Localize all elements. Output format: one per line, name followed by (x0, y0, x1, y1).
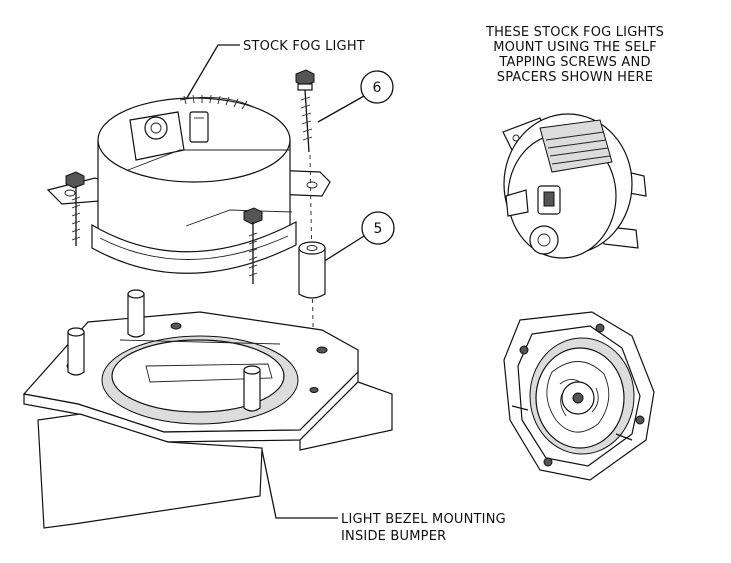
balloon-spacer: 5 (322, 211, 395, 263)
bezel-front-view (503, 311, 655, 481)
fog-light-housing-drawing (46, 94, 331, 284)
bracket-post-3 (243, 365, 261, 412)
balloon-screw: 6 (317, 70, 394, 123)
note-line-2: MOUNT USING THE SELF (493, 40, 657, 55)
stock-fog-light-label: STOCK FOG LIGHT (243, 39, 365, 54)
right-screw (243, 207, 263, 284)
note-line-3: TAPPING SCREWS AND (498, 55, 650, 70)
bezel-label-line-2: INSIDE BUMPER (341, 529, 446, 544)
left-screw (65, 171, 85, 246)
bracket-post-2 (127, 289, 145, 338)
note-line-1: THESE STOCK FOG LIGHTS (485, 25, 664, 40)
stock-fog-light-callout: STOCK FOG LIGHT (180, 39, 365, 109)
bracket-post-1 (67, 327, 85, 376)
bezel-callout: LIGHT BEZEL MOUNTING INSIDE BUMPER (261, 449, 506, 544)
note-line-4: SPACERS SHOWN HERE (497, 70, 653, 85)
balloon-spacer-number: 5 (374, 221, 383, 237)
bezel-mounting-bracket (22, 289, 393, 529)
fog-light-rear-view (502, 113, 647, 259)
mounting-note: THESE STOCK FOG LIGHTS MOUNT USING THE S… (485, 25, 664, 85)
balloon-screw-number: 6 (373, 80, 382, 96)
spacer (298, 241, 326, 299)
bezel-label-line-1: LIGHT BEZEL MOUNTING (341, 512, 506, 527)
